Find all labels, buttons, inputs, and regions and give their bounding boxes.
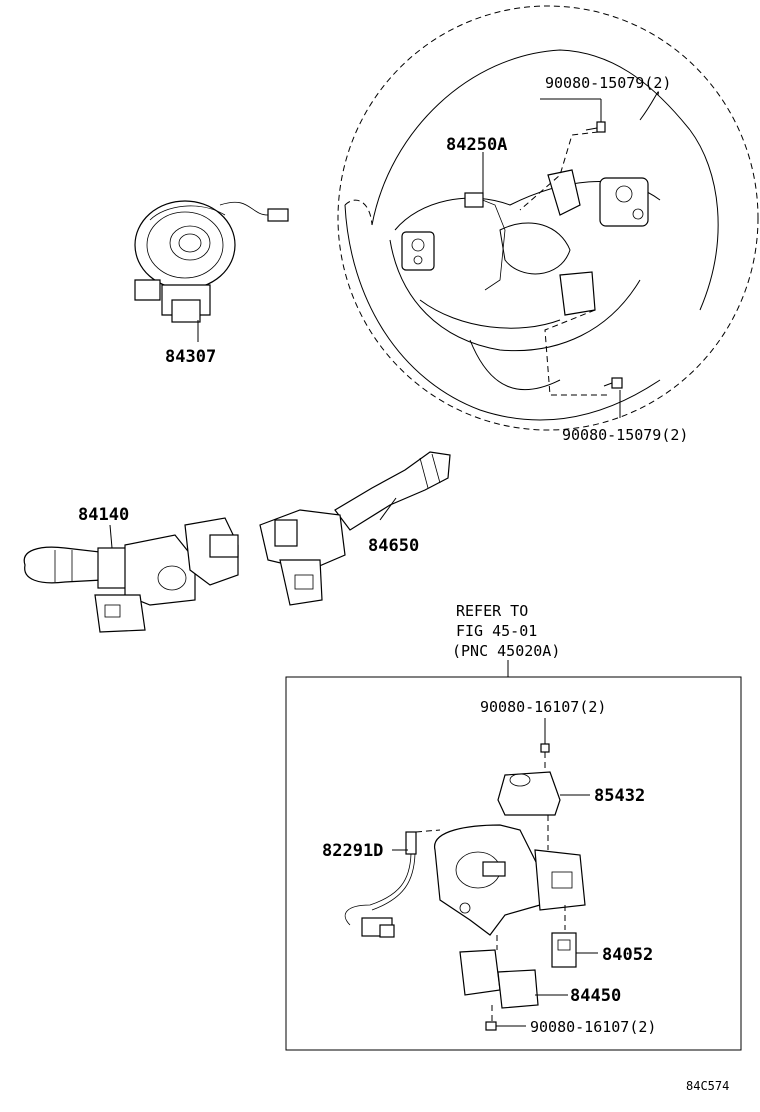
- refer-box: [285, 660, 742, 1051]
- wire-82291d-part: [344, 829, 441, 938]
- figure-code: 84C574: [686, 1079, 729, 1093]
- label-bolt-bottom: 90080-15079(2): [562, 426, 688, 444]
- turn-signal-switch-part: [23, 517, 239, 633]
- label-refer-2: FIG 45-01: [456, 622, 537, 640]
- label-spiral: 84307: [165, 347, 216, 367]
- steering-wheel: [337, 5, 759, 431]
- label-screw-top: 90080-16107(2): [480, 698, 606, 716]
- label-84052: 84052: [602, 945, 653, 965]
- label-bolt-top: 90080-15079(2): [545, 74, 671, 92]
- part-84052: [551, 932, 598, 968]
- body-85432-part: [497, 771, 590, 816]
- label-84450: 84450: [570, 986, 621, 1006]
- part-84450: [459, 949, 568, 1022]
- spiral-cable-part: [134, 200, 289, 342]
- bolt-top: [540, 98, 606, 133]
- label-85432: 85432: [594, 786, 645, 806]
- label-82291d: 82291D: [322, 841, 383, 861]
- label-turn-switch: 84140: [78, 505, 129, 525]
- ignition-body-part: [434, 815, 586, 950]
- label-pad: 84250A: [446, 135, 507, 155]
- bolt-bottom: [603, 377, 623, 418]
- label-wiper-switch: 84650: [368, 536, 419, 556]
- screw-bottom: [485, 1021, 526, 1031]
- label-refer-3: (PNC 45020A): [452, 642, 560, 660]
- label-refer-1: REFER TO: [456, 602, 528, 620]
- wiper-switch-part: [259, 451, 451, 606]
- screw-top: [540, 718, 550, 780]
- label-screw-bottom: 90080-16107(2): [530, 1018, 656, 1036]
